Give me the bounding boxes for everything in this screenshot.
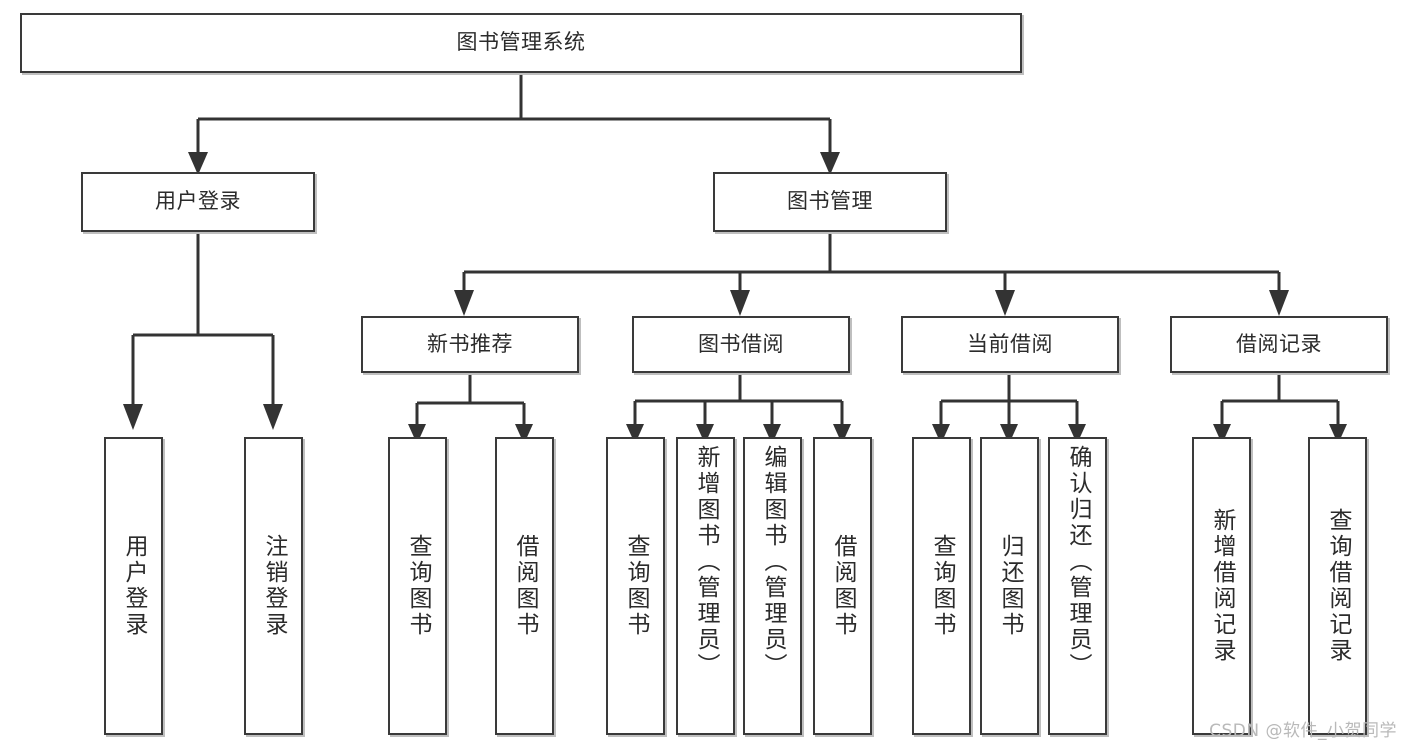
node-leaf-query-borrow-record[interactable]: 查询借阅记录	[1308, 437, 1367, 735]
node-book-borrowing[interactable]: 图书借阅	[632, 316, 850, 373]
node-leaf-user-login[interactable]: 用户登录	[104, 437, 163, 735]
node-label: 归还图书	[997, 534, 1023, 638]
node-leaf-edit-book-admin[interactable]: 编辑图书（管理员）	[743, 437, 802, 735]
node-label: 图书借阅	[698, 331, 784, 356]
node-borrowing-record[interactable]: 借阅记录	[1170, 316, 1388, 373]
node-root-book-management-system[interactable]: 图书管理系统	[20, 13, 1022, 73]
node-new-book-recommendation[interactable]: 新书推荐	[361, 316, 579, 373]
node-leaf-query-book-current[interactable]: 查询图书	[912, 437, 971, 735]
node-label: 查询图书	[929, 534, 955, 638]
node-label: 图书管理	[787, 189, 873, 214]
node-label: 注销登录	[261, 534, 287, 638]
node-leaf-return-book[interactable]: 归还图书	[980, 437, 1039, 735]
node-label: 借阅图书	[512, 534, 538, 638]
node-label: 借阅记录	[1236, 331, 1322, 356]
node-label: 查询图书	[405, 534, 431, 638]
node-label: 图书管理系统	[456, 30, 586, 55]
node-leaf-add-borrow-record[interactable]: 新增借阅记录	[1192, 437, 1251, 735]
node-leaf-logout[interactable]: 注销登录	[244, 437, 303, 735]
watermark-text: CSDN @软件_小贺同学	[1209, 721, 1397, 741]
node-label: 确认归还（管理员）	[1065, 445, 1091, 679]
node-label: 新增借阅记录	[1209, 508, 1235, 664]
node-leaf-confirm-return-admin[interactable]: 确认归还（管理员）	[1048, 437, 1107, 735]
node-current-borrowing[interactable]: 当前借阅	[901, 316, 1119, 373]
node-leaf-query-book-borrow[interactable]: 查询图书	[606, 437, 665, 735]
node-label: 当前借阅	[967, 331, 1053, 356]
node-leaf-add-book-admin[interactable]: 新增图书（管理员）	[676, 437, 735, 735]
node-leaf-borrow-book-borrow[interactable]: 借阅图书	[813, 437, 872, 735]
node-label: 借阅图书	[830, 534, 856, 638]
node-user-login[interactable]: 用户登录	[81, 172, 315, 232]
node-label: 新增图书（管理员）	[693, 445, 719, 679]
node-leaf-query-book-recommend[interactable]: 查询图书	[388, 437, 447, 735]
node-book-management[interactable]: 图书管理	[713, 172, 947, 232]
node-leaf-borrow-book-recommend[interactable]: 借阅图书	[495, 437, 554, 735]
node-label: 新书推荐	[427, 331, 513, 356]
node-label: 查询图书	[623, 534, 649, 638]
node-label: 编辑图书（管理员）	[760, 445, 786, 679]
node-label: 用户登录	[155, 189, 241, 214]
node-label: 查询借阅记录	[1325, 508, 1351, 664]
node-label: 用户登录	[121, 534, 147, 638]
